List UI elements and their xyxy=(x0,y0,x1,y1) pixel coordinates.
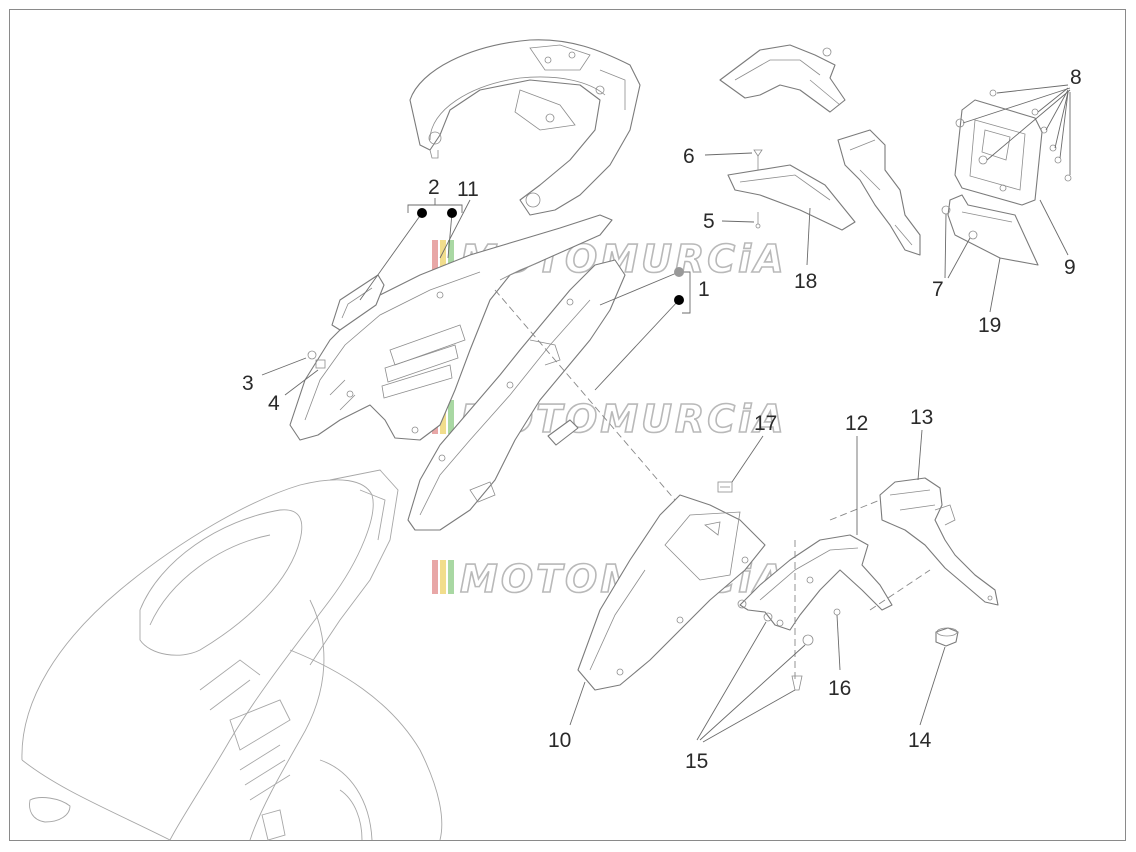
callout-8: 8 xyxy=(1070,66,1082,89)
callout-2: 2 xyxy=(428,176,440,199)
small-clip-part xyxy=(547,419,579,446)
callout-17: 17 xyxy=(754,412,777,435)
part-11-left-side-panel xyxy=(289,214,613,441)
callout-7: 7 xyxy=(932,278,944,301)
rear-luggage-rack xyxy=(409,39,641,216)
upper-mount-bracket xyxy=(719,44,846,113)
callout-9: 9 xyxy=(1064,256,1076,279)
part-15-screws-icon xyxy=(763,612,814,691)
part-6-screw-icon xyxy=(753,149,763,170)
part-1-right-side-panel xyxy=(407,259,626,531)
callout-18: 18 xyxy=(794,270,817,293)
callout-5: 5 xyxy=(703,210,715,233)
license-plate-bracket-frame xyxy=(837,129,921,256)
callout-15: 15 xyxy=(685,750,708,773)
part-12-mudguard-bracket xyxy=(737,534,893,631)
assembly-dashed-lines xyxy=(494,289,931,680)
part-5-screw-icon xyxy=(755,212,761,229)
callout-1: 1 xyxy=(698,278,710,301)
callout-11: 11 xyxy=(457,178,479,201)
part-16-screw-icon xyxy=(833,608,841,616)
part-2-decal xyxy=(331,274,385,331)
callout-13: 13 xyxy=(910,406,933,429)
part-19-mud-flap xyxy=(947,194,1039,266)
callout-16: 16 xyxy=(828,677,851,700)
part-17-clip-icon xyxy=(717,481,733,493)
callout-14: 14 xyxy=(908,729,932,752)
part-10-inner-fender xyxy=(577,494,766,691)
part-4-clip-icon xyxy=(315,359,326,369)
part-13-tail-bracket xyxy=(879,477,999,606)
marker-dots xyxy=(417,208,684,305)
callout-19: 19 xyxy=(978,314,1001,337)
part-18-cover-plate xyxy=(727,164,856,231)
part-3-screw-icon xyxy=(307,350,317,360)
callout-10: 10 xyxy=(548,729,571,752)
callout-4: 4 xyxy=(268,392,280,415)
part-14-grommet-icon xyxy=(935,627,959,647)
leader-lines xyxy=(261,84,1071,743)
callout-6: 6 xyxy=(683,145,695,168)
callout-3: 3 xyxy=(242,372,254,395)
scooter-seat-rear-body xyxy=(21,469,443,841)
part-9-license-plate-holder xyxy=(954,99,1043,206)
callout-labels: 1 2 3 4 5 6 7 8 9 10 11 12 13 14 15 16 1… xyxy=(242,66,1082,773)
callout-12: 12 xyxy=(845,412,868,435)
